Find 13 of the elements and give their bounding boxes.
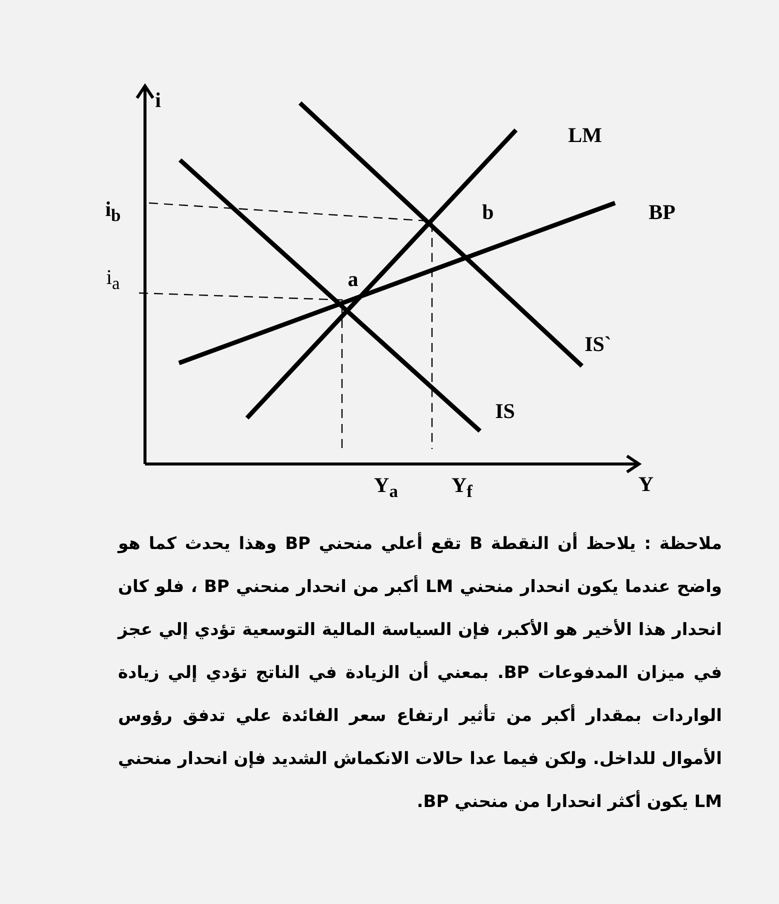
curve-label: IS` [584,332,612,356]
tick-label: Y$_{a}$ [374,472,398,504]
point-label: a [348,267,358,291]
curve-label: LM [568,123,602,147]
curve-label: BP [648,200,676,224]
tick-label: Y$_{f}$ [452,472,472,504]
tick-label: i$_{a}$ [106,264,120,296]
note-paragraph: ملاحظة : يلاحظ أن النقطة B تقع أعلي منحني BP وهذا يحدث كما هو واضح عندما يكون انحدار منحني LM أكبر من انحدار منحني BP ، فلو كان انحدار هذا الأخير هو الأكبر، فإن السياسة المالية التوسعية تؤدي إلي عجز في ميزان المدفوعات BP. بمعني أن الزيادة في الناتج تؤدي إلي زيادة الواردات بمقدار أكبر من تأثير ارتفاع سعر الفائدة علي تدفق رؤوس الأموال للداخل. ولكن فيما عدا حالات الانكماش الشديد فإن انحدار منحني LM يكون أكثر انحدارا من منحني BP. [118,531,722,814]
axis-label: i [155,88,161,112]
curve-label: IS [495,399,515,423]
point-label: b [482,200,494,224]
tick-label: i$_{b}$ [105,196,121,228]
axis-label: Y [638,472,654,496]
